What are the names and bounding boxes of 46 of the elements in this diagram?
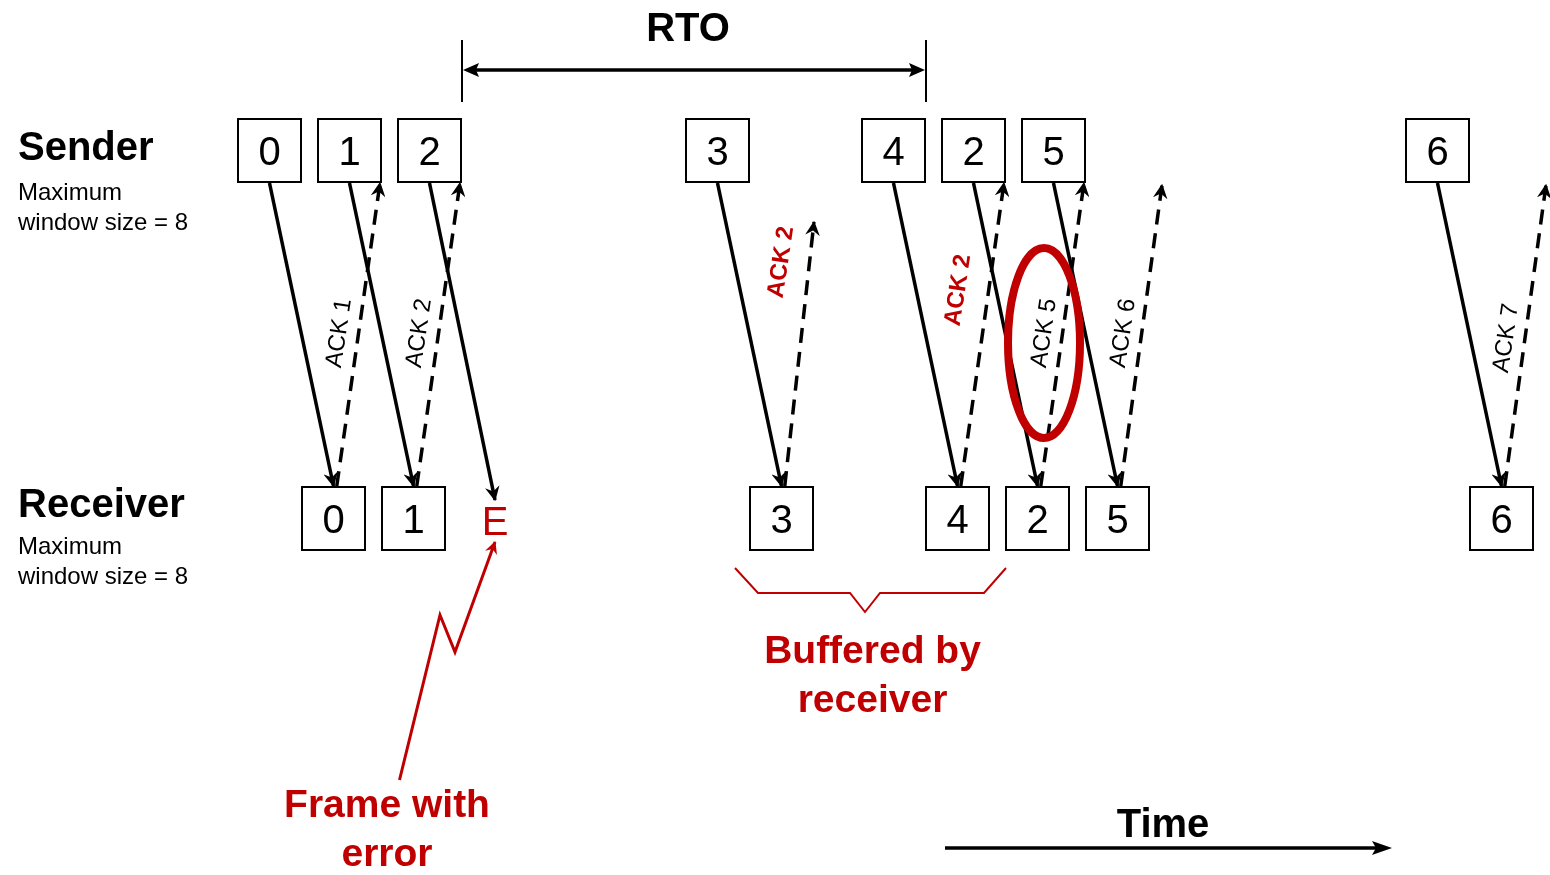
frame-box: 2: [397, 118, 462, 183]
frame-arrow: [1435, 182, 1506, 488]
heading-text: RTO: [645, 4, 731, 51]
caption-text: Maximum window size = 8: [18, 531, 190, 591]
frame-box: 3: [685, 118, 750, 183]
frame-box: 1: [381, 486, 446, 551]
frame-box: 4: [925, 486, 990, 551]
frame-box: 1: [317, 118, 382, 183]
error-mark: E: [478, 500, 512, 542]
frame-arrow: [1051, 182, 1122, 488]
frame-box: 2: [941, 118, 1006, 183]
note-text: Frame with error: [262, 780, 512, 875]
frame-box: 0: [301, 486, 366, 551]
ack-arrow: [1119, 183, 1168, 487]
edge-label: ACK 1: [321, 296, 355, 370]
ack-arrow: [1503, 183, 1550, 487]
frame-box: 3: [749, 486, 814, 551]
note-text: Buffered by receiver: [763, 627, 982, 722]
frame-arrow: [267, 182, 338, 488]
frame-box: 4: [861, 118, 926, 183]
frame-box: 0: [237, 118, 302, 183]
frame-box: 2: [1005, 486, 1070, 551]
edge-label: ACK 2: [939, 252, 975, 328]
caption-text: Maximum window size = 8: [18, 177, 190, 237]
axis-label: Time: [1115, 800, 1211, 847]
ack-arrow: [1039, 181, 1090, 487]
edge-label: ACK 6: [1105, 296, 1139, 370]
ack-arrow: [783, 220, 820, 487]
frame-box: 6: [1405, 118, 1470, 183]
ack-arrow: [959, 181, 1010, 487]
frame-arrow: [427, 182, 500, 502]
ack-arrow: [415, 181, 466, 487]
frame-arrow: [891, 182, 962, 488]
edge-label: ACK 2: [401, 296, 435, 370]
ack-arrow: [335, 181, 386, 487]
edge-label: ACK 7: [1488, 301, 1522, 375]
heading-text: Receiver: [18, 480, 186, 527]
heading-text: Sender: [18, 123, 155, 170]
frame-box: 5: [1021, 118, 1086, 183]
lightning-arrow: [398, 541, 497, 781]
frame-box: 5: [1085, 486, 1150, 551]
frame-arrow: [715, 182, 786, 488]
frame-box: 6: [1469, 486, 1534, 551]
frame-arrow: [347, 182, 418, 488]
edge-label: ACK 2: [762, 224, 798, 300]
edge-label: ACK 5: [1026, 296, 1060, 370]
